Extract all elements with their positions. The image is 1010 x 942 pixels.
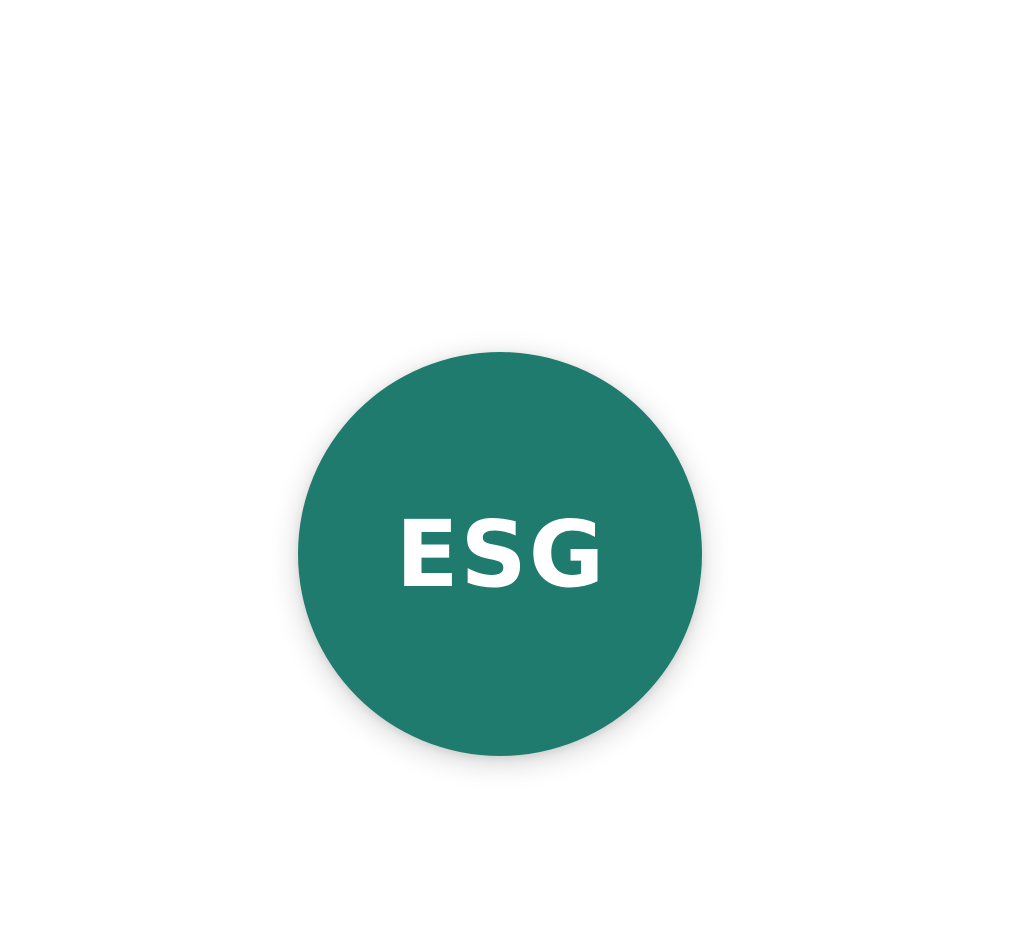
esg-badge-label: ESG <box>395 501 607 608</box>
esg-badge: ESG <box>298 352 702 756</box>
